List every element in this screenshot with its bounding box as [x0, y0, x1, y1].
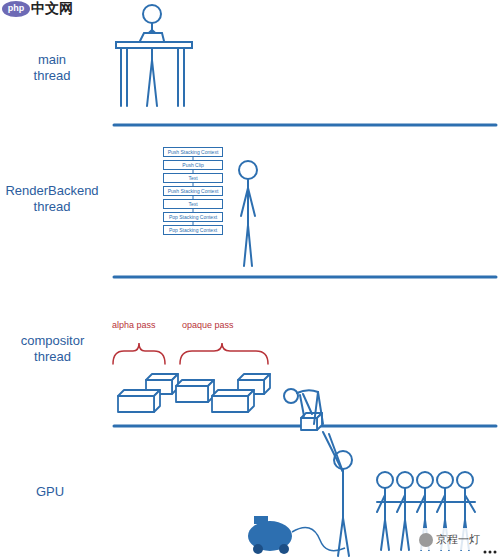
worker-at-desk [116, 5, 192, 106]
watermark: php [2, 3, 30, 14]
thread-label: RenderBackend thread [0, 183, 104, 216]
worker-reaching [323, 432, 352, 556]
item-text: Text [188, 202, 197, 207]
display-list-item: Text [163, 199, 223, 209]
item-text: Pop Stacking Context [169, 215, 217, 220]
display-list-item: Push Clip [163, 160, 223, 170]
watermark: 中文网 [31, 0, 91, 18]
worker-bending [284, 389, 323, 424]
list-link [193, 157, 194, 160]
worker-standing [239, 161, 257, 266]
display-list-item: Pop Stacking Context [163, 212, 223, 222]
batch-box [118, 374, 322, 430]
compressor [248, 516, 345, 554]
item-text: Push Clip [182, 163, 203, 168]
display-list-item: Push Stacking Context [163, 147, 223, 157]
thread-label: GPU [20, 484, 80, 500]
list-link [193, 222, 194, 225]
item-text: Text [188, 176, 197, 181]
list-link [193, 209, 194, 212]
pass-label: opaque pass [182, 320, 266, 331]
display-list-item: Push Stacking Context [163, 186, 223, 196]
item-text: Push Stacking Context [168, 150, 219, 155]
list-link [193, 183, 194, 186]
thread-label: compositor thread [5, 333, 100, 366]
watermark: 京程一灯 [436, 533, 496, 547]
display-list-item: Pop Stacking Context [163, 225, 223, 235]
pass-brace [113, 343, 268, 364]
list-link [193, 170, 194, 173]
display-list-item: Text [163, 173, 223, 183]
item-text: Pop Stacking Context [169, 228, 217, 233]
list-link [193, 196, 194, 199]
item-text: Push Stacking Context [168, 189, 219, 194]
thread-divider [114, 125, 496, 426]
thread-label: main thread [22, 52, 82, 85]
pass-label: alpha pass [112, 320, 176, 331]
